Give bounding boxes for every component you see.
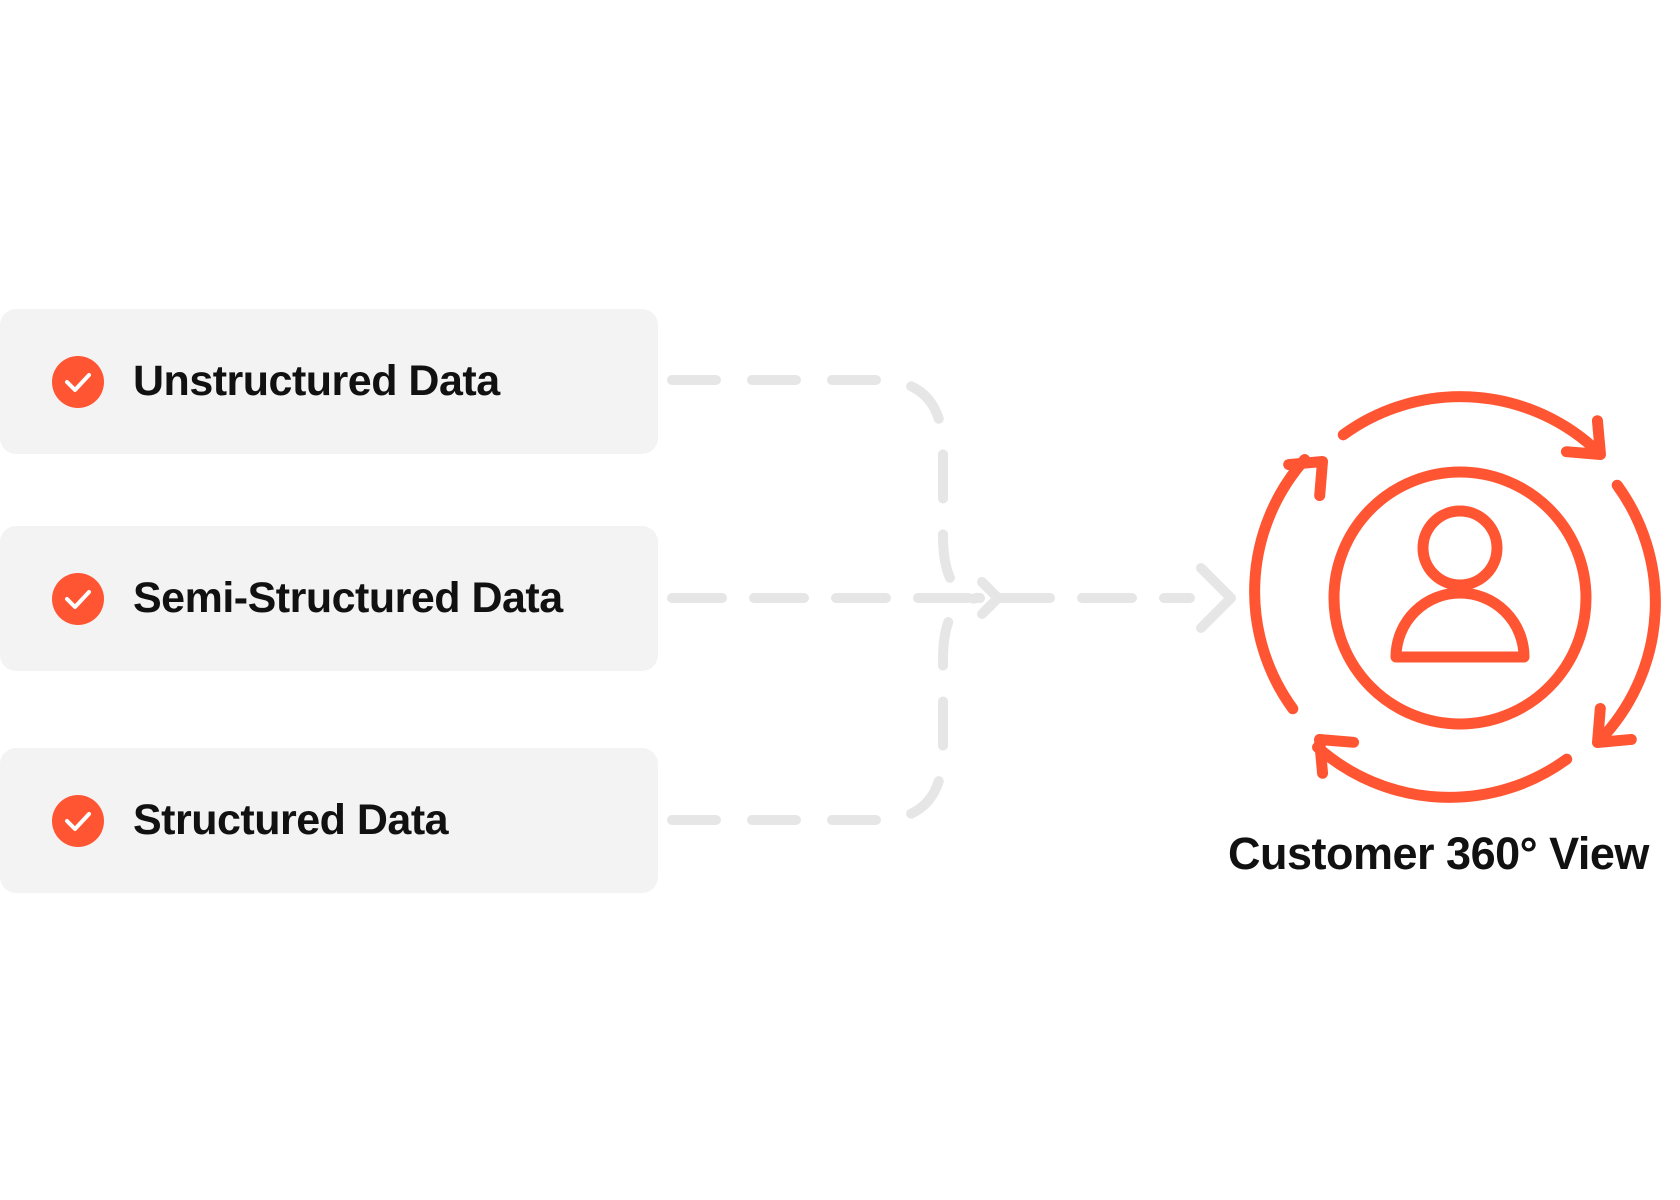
check-circle-icon xyxy=(52,794,104,847)
source-box-unstructured: Unstructured Data xyxy=(0,309,658,454)
person-head xyxy=(1417,505,1503,591)
cycle-arc-right xyxy=(1599,479,1661,740)
person-body xyxy=(1390,587,1530,663)
source-label: Semi-Structured Data xyxy=(133,574,563,622)
flow-arrowhead xyxy=(1196,563,1236,633)
cycle-arrowhead-right xyxy=(1592,702,1637,748)
cycle-arc-left xyxy=(1249,454,1311,715)
source-box-structured: Structured Data xyxy=(0,748,658,893)
connector-structured xyxy=(667,593,985,825)
source-label: Structured Data xyxy=(133,796,449,844)
cycle-arrowhead-top xyxy=(1560,415,1606,460)
check-circle-icon xyxy=(52,572,104,625)
cycle-arrowhead-bottom xyxy=(1314,734,1360,779)
profile-circle xyxy=(1328,466,1592,730)
customer-360-icon xyxy=(1249,391,1661,803)
cycle-arrowhead-left xyxy=(1283,456,1328,502)
source-label: Unstructured Data xyxy=(133,357,500,405)
cycle-arc-top xyxy=(1337,391,1598,453)
merge-arrowhead xyxy=(977,577,1003,619)
source-box-semi-structured: Semi-Structured Data xyxy=(0,526,658,671)
customer-360-label: Customer 360° View xyxy=(1228,828,1649,879)
connector-unstructured xyxy=(667,375,985,603)
cycle-arc-bottom xyxy=(1312,741,1573,803)
check-circle-icon xyxy=(52,355,104,408)
